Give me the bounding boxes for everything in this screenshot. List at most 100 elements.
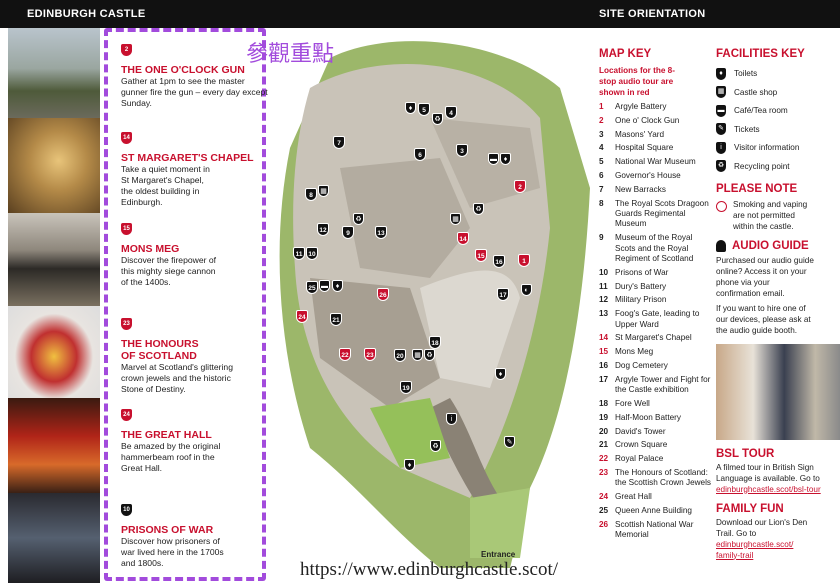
map-marker-26[interactable]: 26 bbox=[377, 288, 389, 301]
map-marker-7[interactable]: 7 bbox=[333, 136, 345, 149]
toilets-icon[interactable]: ♦ bbox=[405, 102, 416, 114]
map-key-label: Great Hall bbox=[615, 492, 652, 502]
audio-guide-icon bbox=[716, 239, 726, 252]
stop-prisons-of-war: 10 PRISONS OF WAR Discover how prisoners… bbox=[121, 498, 271, 569]
castle-illustration bbox=[279, 41, 590, 568]
map-key-number: 7 bbox=[599, 184, 604, 194]
map-key-label: National War Museum bbox=[615, 157, 696, 167]
map-key-label: Prisons of War bbox=[615, 267, 669, 277]
map-key-number: 8 bbox=[599, 198, 604, 208]
stop-number-badge: 10 bbox=[121, 504, 132, 516]
photo-strip bbox=[8, 28, 100, 583]
castle-map: Entrance bbox=[270, 28, 592, 583]
map-key-label: The Honours of Scotland: the Scottish Cr… bbox=[615, 467, 712, 488]
map-key-number: 25 bbox=[599, 505, 609, 515]
map-key-number: 1 bbox=[599, 102, 604, 111]
cafe-icon[interactable]: ▬ bbox=[319, 280, 330, 292]
map-marker-3[interactable]: 3 bbox=[456, 144, 468, 157]
stop-title: THE GREAT HALL bbox=[121, 429, 212, 441]
audio-guide-text: Purchased our audio guide online? Access… bbox=[716, 255, 814, 298]
map-key-number: 17 bbox=[599, 374, 609, 384]
map-key-label: New Barracks bbox=[615, 184, 666, 194]
map-marker-24[interactable]: 24 bbox=[296, 310, 308, 323]
toilets-icon[interactable]: ♦ bbox=[332, 280, 343, 292]
toilets-icon[interactable]: ♦ bbox=[495, 368, 506, 380]
recycling-icon[interactable]: ♻ bbox=[424, 349, 435, 361]
map-key-number: 3 bbox=[599, 129, 604, 139]
toilets-icon[interactable]: ♦ bbox=[500, 153, 511, 165]
map-marker-4[interactable]: 4 bbox=[445, 106, 457, 119]
photo-mons-meg bbox=[8, 213, 100, 306]
map-key-label: Scottish National War Memorial bbox=[615, 519, 694, 540]
annotation-url: https://www.edinburghcastle.scot/ bbox=[300, 559, 559, 580]
map-marker-16[interactable]: 16 bbox=[493, 255, 505, 268]
stop-one-oclock-gun: 2 THE ONE O'CLOCK GUN Gather at 1pm to s… bbox=[121, 38, 271, 109]
facility-item: ✎Tickets bbox=[716, 123, 840, 136]
stop-description: Marvel at Scotland's glittering crown je… bbox=[121, 362, 233, 394]
bsl-tour-text: A filmed tour in British Sign Language i… bbox=[716, 462, 820, 483]
map-marker-12[interactable]: 12 bbox=[317, 223, 329, 236]
map-key-label: One o' Clock Gun bbox=[615, 115, 680, 125]
map-marker-14[interactable]: 14 bbox=[457, 232, 469, 245]
facilities-key: FACILITIES KEY ♦Toilets ▦Castle shop ▬Ca… bbox=[716, 48, 840, 561]
shop-icon[interactable]: ▦ bbox=[450, 213, 461, 225]
map-key-label: Queen Anne Building bbox=[615, 505, 692, 515]
entrance-label: Entrance bbox=[481, 550, 516, 559]
map-marker-19[interactable]: 19 bbox=[400, 381, 412, 394]
stop-number-badge: 15 bbox=[121, 223, 132, 235]
recycling-icon[interactable]: ♻ bbox=[473, 203, 484, 215]
map-marker-25[interactable]: 25 bbox=[306, 281, 318, 294]
map-key-item: 25 Queen Anne Building bbox=[599, 506, 711, 516]
map-marker-6[interactable]: 6 bbox=[414, 148, 426, 161]
map-marker-11[interactable]: 11 bbox=[293, 247, 305, 260]
map-marker-15[interactable]: 15 bbox=[475, 249, 487, 262]
family-fun-link[interactable]: edinburghcastle.scot/ family-trail bbox=[716, 539, 794, 560]
bsl-tour-link[interactable]: edinburghcastle.scot/bsl-tour bbox=[716, 484, 821, 494]
map-marker-13[interactable]: 13 bbox=[375, 226, 387, 239]
map-key-title: MAP KEY bbox=[599, 48, 652, 60]
toilets-icon[interactable]: ♦ bbox=[404, 459, 415, 471]
map-key-label: Foog's Gate, leading to Upper Ward bbox=[615, 309, 700, 329]
photo-chapel bbox=[8, 118, 100, 213]
map-key-item: 8 The Royal Scots Dragoon Guards Regiment… bbox=[599, 199, 711, 230]
photo-great-hall bbox=[8, 398, 100, 493]
map-marker-21[interactable]: 21 bbox=[330, 313, 342, 326]
photo-prisons bbox=[8, 493, 100, 583]
map-marker-23[interactable]: 23 bbox=[364, 348, 376, 361]
map-key-label: Royal Palace bbox=[615, 454, 664, 464]
facility-item: ▦Castle shop bbox=[716, 86, 840, 99]
recycling-icon[interactable]: ♻ bbox=[432, 113, 443, 125]
shop-icon[interactable]: ▦ bbox=[412, 349, 423, 361]
audio-guide-icon[interactable]: ◐ bbox=[521, 284, 532, 296]
tickets-icon[interactable]: ✎ bbox=[504, 436, 515, 448]
info-icon[interactable]: i bbox=[446, 413, 457, 425]
map-marker-5[interactable]: 5 bbox=[418, 103, 430, 116]
map-marker-18[interactable]: 18 bbox=[429, 336, 441, 349]
shop-icon[interactable]: ▦ bbox=[318, 185, 329, 197]
map-marker-2[interactable]: 2 bbox=[514, 180, 526, 193]
tickets-icon: ✎ bbox=[716, 123, 726, 135]
cafe-icon: ▬ bbox=[716, 104, 726, 117]
map-key-number: 6 bbox=[599, 170, 604, 180]
recycling-icon[interactable]: ♻ bbox=[353, 213, 364, 225]
map-marker-17[interactable]: 17 bbox=[497, 288, 509, 301]
map-key-number: 16 bbox=[599, 360, 609, 370]
recycling-icon[interactable]: ♻ bbox=[430, 440, 441, 452]
header-right-title: SITE ORIENTATION bbox=[599, 8, 706, 20]
map-marker-10[interactable]: 10 bbox=[306, 247, 318, 260]
stop-title: THE ONE O'CLOCK GUN bbox=[121, 64, 245, 76]
map-marker-22[interactable]: 22 bbox=[339, 348, 351, 361]
cafe-icon[interactable]: ▬ bbox=[488, 153, 499, 165]
info-icon: i bbox=[716, 141, 726, 154]
map-key-label: The Royal Scots Dragoon Guards Regimenta… bbox=[615, 198, 709, 229]
map-key-label: Museum of the Royal Scots and the Royal … bbox=[615, 233, 694, 263]
map-key-item: 7 New Barracks bbox=[599, 185, 711, 195]
map-marker-20[interactable]: 20 bbox=[394, 349, 406, 362]
map-marker-1[interactable]: 1 bbox=[518, 254, 530, 267]
map-marker-9[interactable]: 9 bbox=[342, 226, 354, 239]
map-marker-8[interactable]: 8 bbox=[305, 188, 317, 201]
